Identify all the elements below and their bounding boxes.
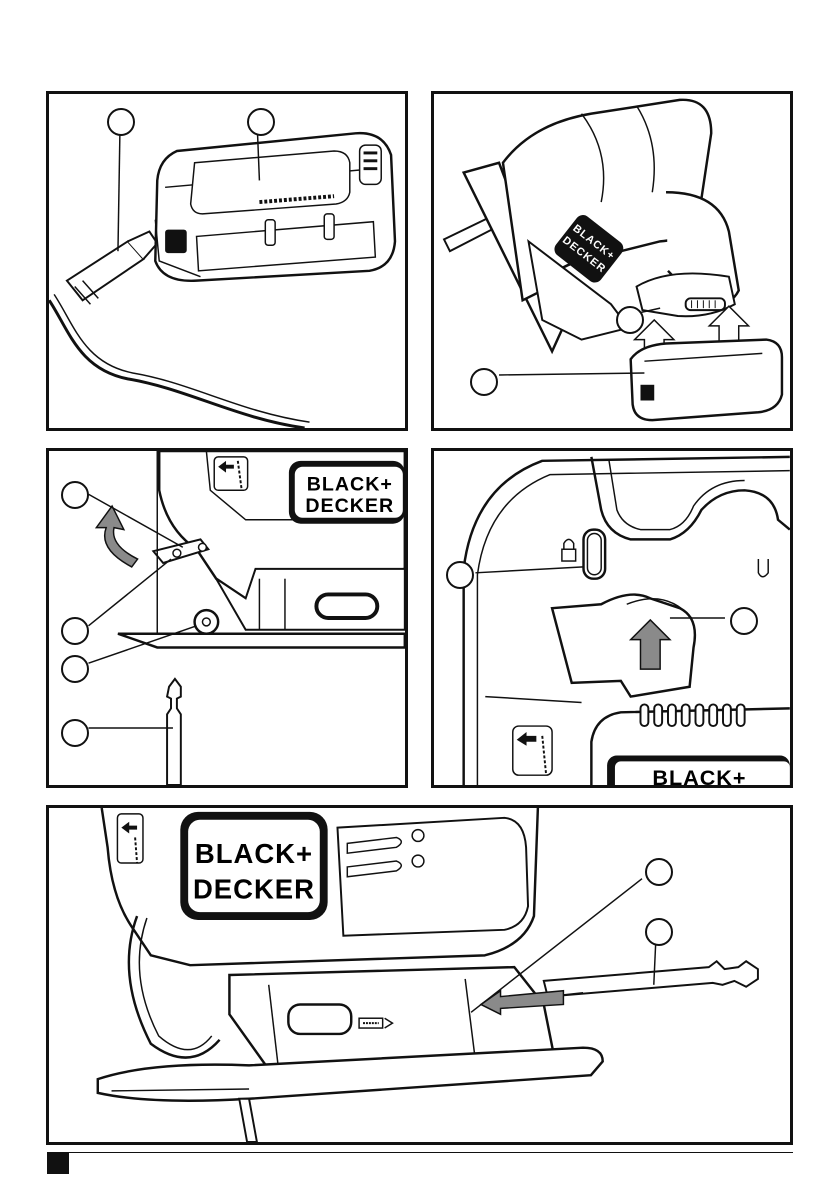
- callout-marker: [107, 108, 135, 136]
- svg-text:BLACK+: BLACK+: [307, 473, 393, 495]
- callout-marker: [645, 918, 673, 946]
- svg-text:DECKER: DECKER: [193, 873, 315, 904]
- figure-battery-insertion: BLACK+ DECKER: [431, 91, 793, 431]
- blade-clamp-illustration: BLACK+ DECKER: [49, 451, 405, 785]
- figure-lock-off-switch: BLACK+: [431, 448, 793, 788]
- lock-icon: [562, 539, 576, 561]
- callout-marker: [616, 306, 644, 334]
- brand-logo: BLACK+: [591, 708, 789, 785]
- brand-logo: BLACK+ DECKER: [289, 461, 405, 524]
- callout-marker: [247, 108, 275, 136]
- svg-text:BLACK+: BLACK+: [652, 765, 746, 785]
- lock-off-button: [584, 530, 606, 579]
- figure-battery-charging: [46, 91, 408, 431]
- svg-text:DECKER: DECKER: [305, 495, 394, 517]
- callout-marker: [61, 617, 89, 645]
- callout-marker: [470, 368, 498, 396]
- callout-marker: [446, 561, 474, 589]
- blade-direction-icon: [117, 814, 143, 863]
- figure-blade-insertion: BLACK+ DECKER: [46, 805, 793, 1145]
- brand-logo: BLACK+ DECKER: [180, 812, 327, 920]
- callout-marker: [61, 719, 89, 747]
- battery-pack: [155, 133, 395, 281]
- figure-blade-clamp-release: BLACK+ DECKER: [46, 448, 408, 788]
- battery-charging-illustration: [49, 94, 405, 428]
- footer-rule: [47, 1152, 793, 1153]
- callout-marker: [730, 607, 758, 635]
- usb-connector: [67, 232, 157, 305]
- callout-marker: [61, 481, 89, 509]
- page-marker: [47, 1152, 69, 1174]
- callout-marker: [61, 655, 89, 683]
- blade-direction-icon: [513, 726, 552, 775]
- blade-direction-icon: [214, 457, 247, 490]
- svg-text:BLACK+: BLACK+: [195, 838, 313, 869]
- callout-marker: [645, 858, 673, 886]
- blade-insertion-illustration: BLACK+ DECKER: [49, 808, 790, 1142]
